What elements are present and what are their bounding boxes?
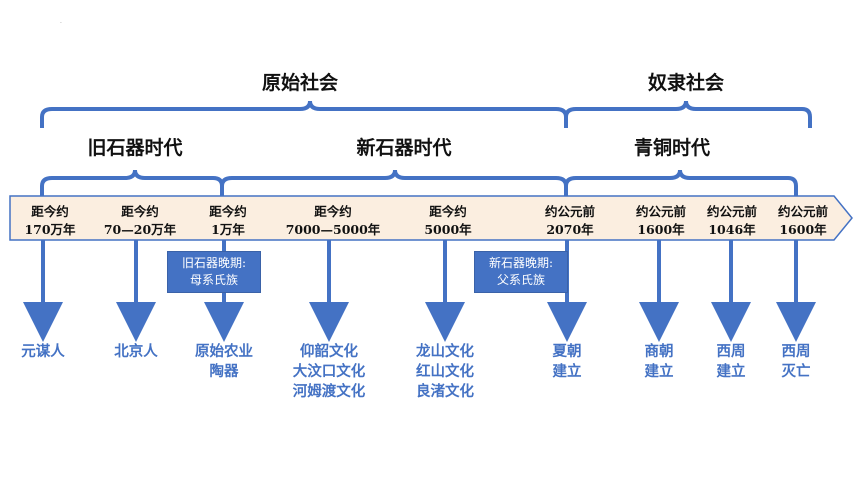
event-line: 北京人 bbox=[114, 343, 158, 360]
event-line: 大汶口文化 bbox=[292, 363, 366, 380]
event-line: 西周 bbox=[781, 343, 811, 360]
event-line: 红山文化 bbox=[416, 363, 474, 380]
event-label-6: 夏朝建立 bbox=[553, 342, 582, 382]
event-line: 商朝 bbox=[644, 343, 674, 360]
event-line: 西周 bbox=[716, 343, 746, 360]
event-line: 陶器 bbox=[209, 363, 239, 380]
era-primitive-society: 原始社会 bbox=[261, 72, 339, 94]
era-slave-society: 奴隶社会 bbox=[647, 72, 725, 94]
event-label-4: 仰韶文化大汶口文化河姆渡文化 bbox=[293, 342, 366, 402]
event-arrows bbox=[23, 240, 816, 342]
event-label-5: 龙山文化红山文化良渚文化 bbox=[416, 342, 474, 402]
event-label-8: 西周建立 bbox=[717, 342, 746, 382]
event-line: 龙山文化 bbox=[416, 343, 474, 360]
note-matriarchal-clan: 旧石器晚期:母系氏族 bbox=[167, 251, 261, 293]
event-line: 河姆渡文化 bbox=[292, 383, 366, 400]
brace-slave-society bbox=[564, 100, 812, 128]
event-label-9: 西周灭亡 bbox=[782, 342, 811, 382]
event-label-7: 商朝建立 bbox=[645, 342, 674, 382]
event-line: 建立 bbox=[716, 363, 746, 380]
event-label-3: 原始农业陶器 bbox=[195, 342, 253, 382]
event-label-2: 北京人 bbox=[114, 342, 158, 362]
event-line: 建立 bbox=[644, 363, 674, 380]
event-line: 仰韶文化 bbox=[300, 343, 358, 360]
brace-neolithic bbox=[220, 169, 568, 196]
brace-primitive-society-left bbox=[40, 100, 568, 128]
event-line: 灭亡 bbox=[781, 363, 811, 380]
event-line: 建立 bbox=[552, 363, 582, 380]
brace-paleolithic bbox=[40, 169, 224, 196]
timeline-bar bbox=[9, 195, 853, 241]
era-bronze: 青铜时代 bbox=[633, 137, 711, 159]
event-label-1: 元谋人 bbox=[21, 342, 65, 362]
note-patriarchal-clan: 新石器晚期:父系氏族 bbox=[474, 251, 568, 293]
stray-dot: · bbox=[60, 20, 62, 27]
event-line: 夏朝 bbox=[552, 343, 582, 360]
era-paleolithic: 旧石器时代 bbox=[87, 137, 183, 159]
event-line: 元谋人 bbox=[21, 343, 65, 360]
event-line: 原始农业 bbox=[195, 343, 253, 360]
era-neolithic: 新石器时代 bbox=[356, 137, 452, 159]
brace-bronze bbox=[564, 169, 798, 196]
event-line: 良渚文化 bbox=[416, 383, 474, 400]
